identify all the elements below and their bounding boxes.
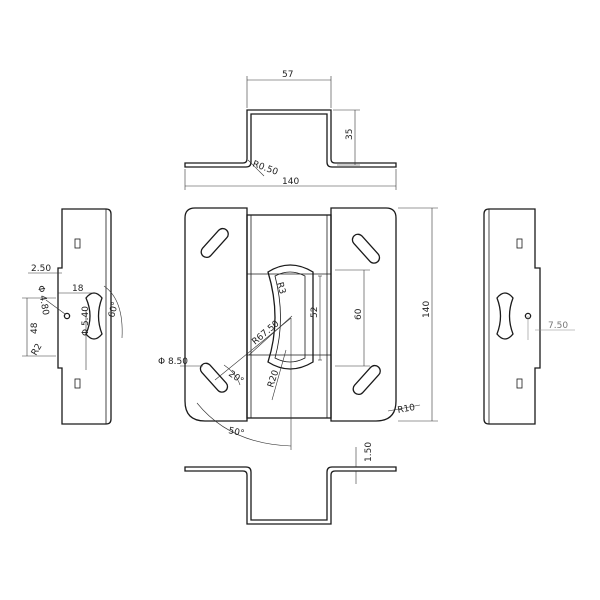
left-side-profile [57,208,112,425]
dim-60deg: 60° [107,301,121,319]
dim-d480: Φ 4.80 [35,285,50,317]
slot-top-right [351,233,381,264]
right-top-notch [516,238,523,249]
angle-arc [103,285,123,339]
dim-18: 18 [72,284,84,294]
dim-57: 57 [282,70,293,80]
leader-line [248,315,293,356]
top-view: 57 35 R0.50 140 [184,70,397,190]
center-slot-inner [274,271,306,363]
dim-250: 2.50 [31,264,51,274]
leader-line [271,349,287,401]
center-web [246,214,332,419]
dim-35: 35 [345,129,355,140]
dim-48: 48 [30,322,40,334]
dim-r10: R10 [397,403,416,416]
slot-top-left [200,227,229,259]
dim-d540: Φ 5.40 [81,306,91,336]
center-slot [267,264,314,370]
dim-r6750: R67.50 [251,319,282,347]
left-view: 2.50 18 Φ 4.80 48 Φ 5.40 R2 60° [22,208,123,425]
dim-r20: R20 [266,369,281,389]
dim-140-top: 140 [282,177,299,187]
dim-r3: R3 [274,281,287,295]
left-flange [184,207,248,422]
slot-bottom-left [199,362,229,393]
right-bottom-notch [516,378,523,389]
dim-140-side: 140 [422,301,432,318]
dim-150: 1.50 [364,442,374,462]
dim-r050: R0.50 [251,159,279,177]
left-small-hole [63,312,71,320]
bottom-view: 1.50 [184,442,397,525]
dim-r2: R2 [30,342,45,357]
dim-750: 7.50 [548,321,568,331]
right-side-profile [483,208,541,425]
right-curved-slot [496,292,514,340]
bottom-profile [184,466,397,525]
dim-52: 52 [310,307,320,318]
slot-bottom-right [352,364,381,396]
dim-20deg: 20° [226,369,245,386]
leader-line [45,299,66,315]
right-view: 7.50 [483,208,575,425]
flange-slots [199,227,381,396]
leader-line [387,404,421,412]
front-view: 60 52 140 R3 R67.50 R20 Φ 8.50 20° 50° R… [158,207,438,450]
dim-d850: Φ 8.50 [158,357,188,367]
leader-line [247,159,265,177]
angle-arc [223,364,241,386]
dim-50deg: 50° [227,426,245,439]
top-profile [184,109,397,168]
left-curved-slot [85,292,103,340]
right-flange [330,207,397,422]
left-top-notch [74,238,81,249]
left-bottom-notch [74,378,81,389]
arc-50 [196,402,292,447]
dim-60: 60 [354,308,364,320]
